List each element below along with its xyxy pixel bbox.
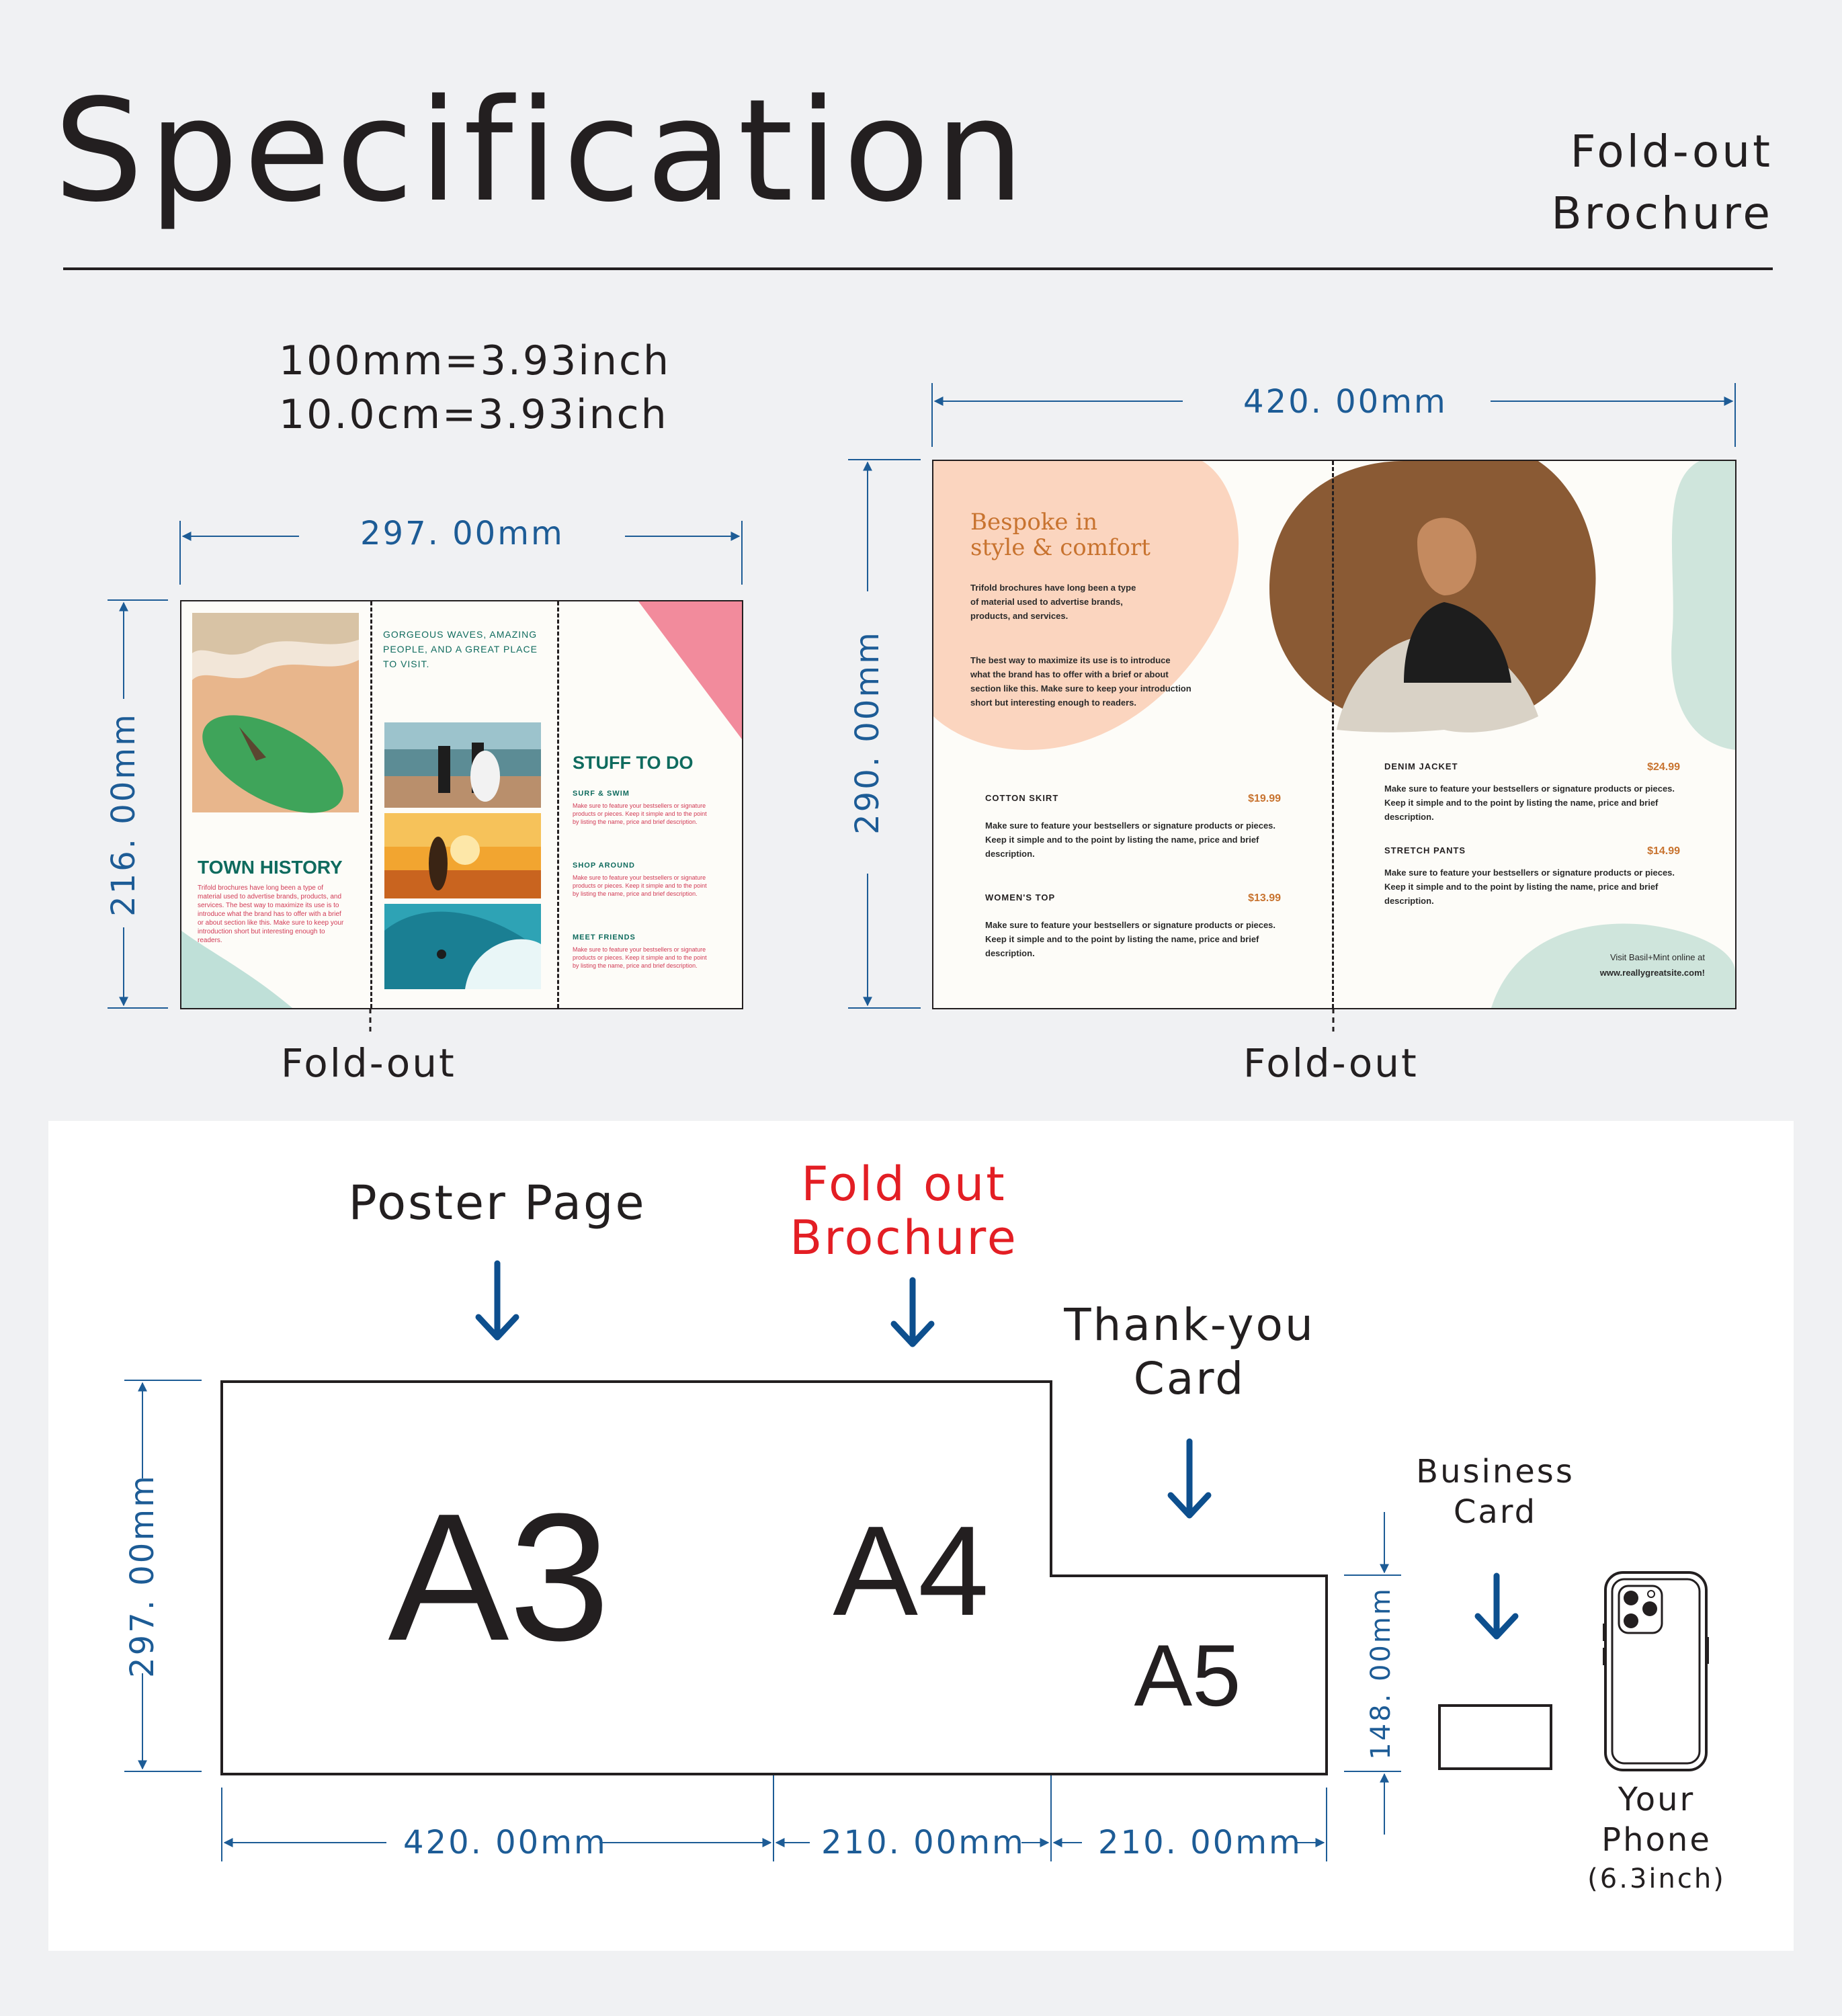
upper-dimension-lines	[108, 383, 1736, 1032]
product-price: $24.99	[1647, 761, 1680, 773]
product-desc: Make sure to feature your bestsellers or…	[985, 821, 1276, 859]
panel2-heading: GORGEOUS WAVES, AMAZING PEOPLE, AND A GR…	[383, 629, 538, 669]
arrow-down-icon	[475, 1260, 519, 1341]
a3-width-label: 420. 00mm	[403, 1824, 608, 1861]
right-fold-label: Fold-out	[1243, 1040, 1419, 1086]
bifold-brochure-preview: Bespoke in style & comfort Trifold broch…	[932, 460, 1736, 1009]
thank-label-line1: Thank-you	[1064, 1299, 1315, 1351]
stuff-item-body: Make sure to feature your bestsellers or…	[573, 874, 707, 897]
fold-line	[370, 601, 372, 1008]
decorative-blobs	[933, 461, 1735, 1008]
headline-line2: style & comfort	[970, 534, 1150, 561]
product-price: $14.99	[1647, 845, 1680, 857]
stuff-item-body: Make sure to feature your bestsellers or…	[573, 946, 707, 969]
stuff-item-title: SHOP AROUND	[573, 862, 635, 870]
phone-label-line3: (6.3inch)	[1587, 1863, 1726, 1894]
product-desc: Make sure to feature your bestsellers or…	[1384, 868, 1675, 906]
product-list-right: DENIM JACKET $24.99 Make sure to feature…	[1384, 761, 1680, 929]
intro-paragraph-1: Trifold brochures have long been a type …	[970, 583, 1136, 621]
wave-surfer-photo	[384, 904, 541, 989]
conversion-line2: 10.0cm=3.93inch	[279, 391, 669, 438]
phone-label-line1: Your	[1618, 1781, 1696, 1818]
left-fold-label: Fold-out	[281, 1040, 456, 1086]
fold-line	[1332, 461, 1334, 1008]
product-list-left: COTTON SKIRT $19.99 Make sure to feature…	[985, 793, 1281, 992]
brochure-footer: Visit Basil+Mint online at www.reallygre…	[1600, 950, 1705, 980]
conversion-line1: 100mm=3.93inch	[279, 337, 671, 384]
page-title: Specification	[54, 69, 1030, 233]
a3-paper: A3	[220, 1380, 778, 1775]
a4-width-label: 210. 00mm	[821, 1824, 1025, 1861]
subtitle-line1: Fold-out	[1570, 126, 1773, 177]
product-item: STRETCH PANTS $14.99 Make sure to featur…	[1384, 845, 1680, 929]
a3-label: A3	[388, 1476, 610, 1679]
brochure-label-line2: Brochure	[790, 1210, 1018, 1265]
product-price: $19.99	[1248, 793, 1281, 804]
stuff-item-title: SURF & SWIM	[573, 790, 630, 798]
left-brochure-width-label: 297. 00mm	[360, 515, 564, 552]
footer-line1: Visit Basil+Mint online at	[1609, 952, 1705, 962]
a5-width-label: 210. 00mm	[1098, 1824, 1302, 1861]
footer-url: www.reallygreatsite.com!	[1599, 968, 1705, 978]
intro-paragraph-2: The best way to maximize its use is to i…	[970, 655, 1191, 708]
right-brochure-width-label: 420. 00mm	[1243, 383, 1448, 421]
arrow-down-icon	[1474, 1572, 1519, 1640]
product-name: WOMEN'S TOP	[985, 892, 1056, 902]
sunset-surfer-photo	[384, 813, 541, 898]
a5-height-label: 148. 00mm	[1366, 1587, 1396, 1760]
thank-you-card-label: Thank-you Card	[1055, 1298, 1324, 1406]
stuff-item-body: Make sure to feature your bestsellers or…	[573, 802, 707, 825]
town-history-body: Trifold brochures have long been a type …	[198, 884, 344, 944]
stuff-item: SHOP AROUND Make sure to feature your be…	[573, 862, 714, 933]
stuff-item: MEET FRIENDS Make sure to feature your b…	[573, 933, 714, 1005]
product-item: DENIM JACKET $24.99 Make sure to feature…	[1384, 761, 1680, 845]
pink-corner-shape	[638, 601, 742, 739]
product-price: $13.99	[1248, 892, 1281, 904]
poster-page-label: Poster Page	[348, 1175, 646, 1230]
product-name: COTTON SKIRT	[985, 793, 1059, 803]
subtitle-line2: Brochure	[1551, 187, 1773, 240]
product-desc: Make sure to feature your bestsellers or…	[985, 920, 1276, 958]
fold-out-brochure-label: Fold out Brochure	[769, 1157, 1038, 1265]
a5-label: A5	[1134, 1626, 1241, 1724]
product-name: STRETCH PANTS	[1384, 845, 1466, 855]
product-item: WOMEN'S TOP $13.99 Make sure to feature …	[985, 892, 1281, 992]
headline-line1: Bespoke in	[970, 509, 1098, 536]
a5-paper: A5	[1050, 1574, 1328, 1775]
surfers-photo	[384, 722, 541, 808]
arrow-down-icon	[890, 1277, 935, 1347]
stuff-item-title: MEET FRIENDS	[573, 933, 636, 941]
a4-paper: A4	[772, 1380, 1052, 1775]
product-desc: Make sure to feature your bestsellers or…	[1384, 784, 1675, 822]
product-name: DENIM JACKET	[1384, 761, 1458, 771]
mint-corner-shape	[181, 931, 292, 1008]
brochure-label-line1: Fold out	[801, 1157, 1007, 1212]
poster-height-label: 297. 00mm	[124, 1474, 161, 1678]
stuff-items: SURF & SWIM Make sure to feature your be…	[573, 790, 714, 1005]
smartphone-icon	[1603, 1571, 1709, 1771]
page-subtitle: Fold-out Brochure	[1551, 121, 1773, 245]
brochure-headline: Bespoke in style & comfort	[970, 509, 1150, 560]
unit-conversion: 100mm=3.93inch 10.0cm=3.93inch	[279, 334, 671, 442]
trifold-brochure-preview: TOWN HISTORY Trifold brochures have long…	[180, 600, 743, 1009]
business-label-line2: Card	[1453, 1493, 1538, 1531]
header-divider	[63, 267, 1773, 270]
product-item: COTTON SKIRT $19.99 Make sure to feature…	[985, 793, 1281, 892]
arrow-down-icon	[1167, 1438, 1212, 1519]
phone-label: Your Phone (6.3inch)	[1576, 1779, 1737, 1898]
business-label-line1: Business	[1416, 1453, 1575, 1490]
beach-surfboard-photo	[192, 613, 359, 813]
town-history-title: TOWN HISTORY	[198, 857, 343, 878]
fold-line	[557, 601, 559, 1008]
stuff-to-do-title: STUFF TO DO	[573, 753, 694, 773]
stuff-item: SURF & SWIM Make sure to feature your be…	[573, 790, 714, 862]
business-card-label: Business Card	[1391, 1452, 1599, 1532]
thank-label-line2: Card	[1133, 1353, 1246, 1404]
phone-label-line2: Phone	[1601, 1821, 1712, 1859]
business-card-box	[1438, 1704, 1552, 1770]
a4-label: A4	[833, 1500, 989, 1642]
